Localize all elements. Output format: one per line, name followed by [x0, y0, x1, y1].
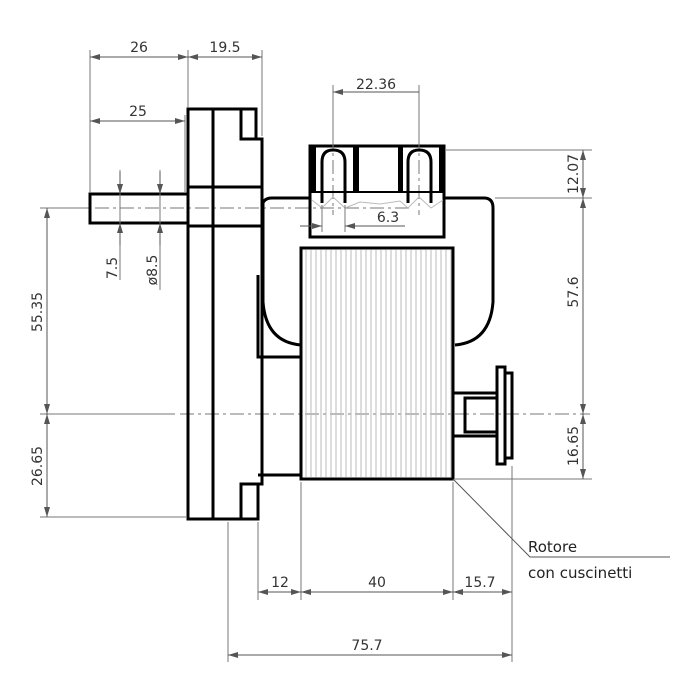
dim-19-5: 19.5 — [209, 40, 240, 56]
callout-line1: Rotore — [528, 538, 577, 556]
terminal-pin-left — [320, 148, 347, 203]
dim-16-65: 16.65 — [566, 426, 582, 466]
bracket — [256, 196, 495, 477]
dim-6-3: 6.3 — [377, 210, 399, 226]
coil-stack — [299, 246, 455, 481]
dim-55-35: 55.35 — [30, 292, 46, 332]
dim-22-36: 22.36 — [356, 77, 396, 93]
callout-line2: con cuscinetti — [528, 564, 632, 582]
dim-26: 26 — [130, 40, 148, 56]
dim-75-7: 75.7 — [351, 638, 382, 654]
dimension-lines — [44, 54, 670, 658]
rotor-end — [453, 365, 514, 466]
terminal-block — [308, 144, 446, 239]
gearbox — [186, 107, 264, 521]
dim-25: 25 — [129, 104, 147, 120]
dim-8-5: ø8.5 — [145, 255, 161, 286]
callout-leader — [452, 478, 670, 558]
dim-40: 40 — [368, 575, 386, 591]
dim-15-7: 15.7 — [464, 575, 495, 591]
terminal-pin-right — [406, 148, 433, 203]
dim-12-07: 12.07 — [566, 154, 582, 194]
dim-57-6: 57.6 — [566, 276, 582, 307]
dim-7-5: 7.5 — [105, 257, 121, 279]
dim-26-65: 26.65 — [30, 446, 46, 486]
dim-12: 12 — [271, 575, 289, 591]
